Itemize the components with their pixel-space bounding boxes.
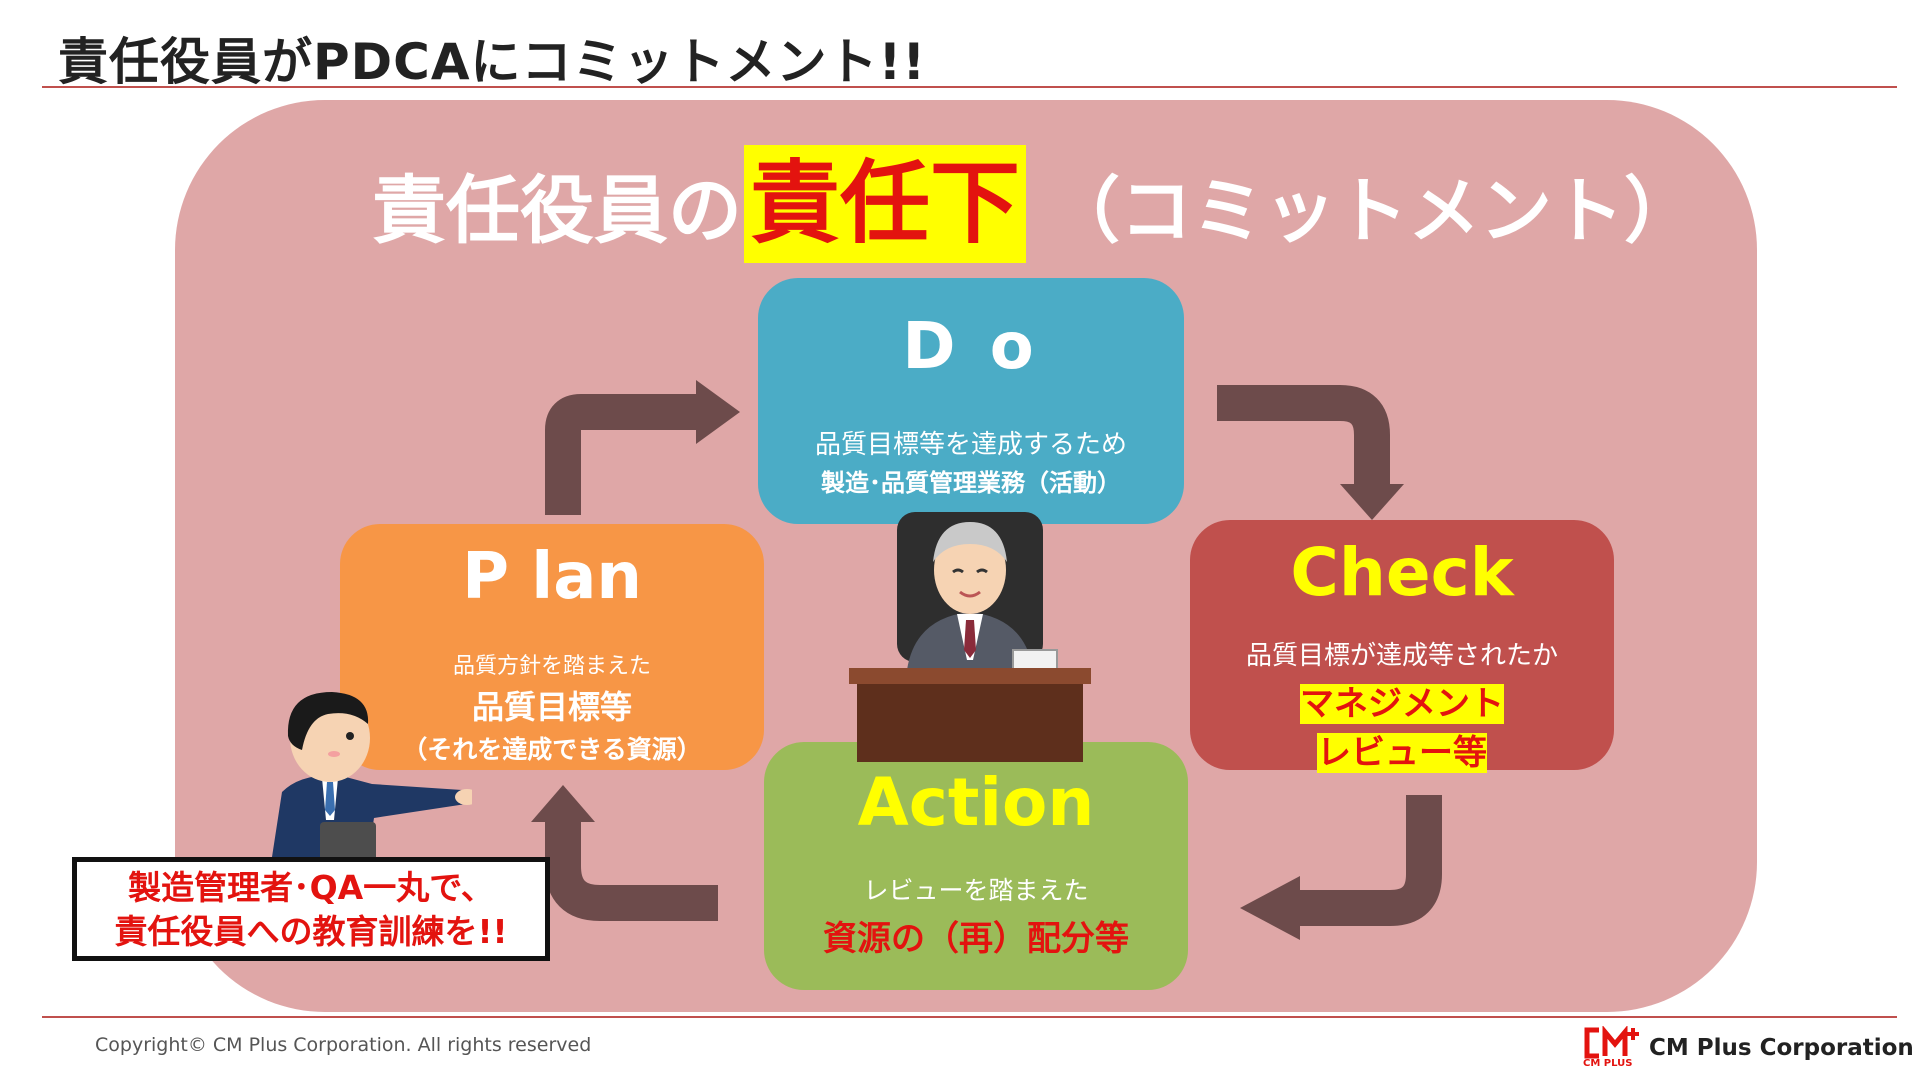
arrow-plan-to-do [545, 394, 696, 515]
arrow-check-to-action [1300, 795, 1442, 926]
do-box: D o 品質目標等を達成するため 製造･品質管理業務（活動） [758, 278, 1184, 524]
callout-box: 製造管理者･QA一丸で、 責任役員への教育訓練を!! [72, 857, 550, 961]
plan-line1: 品質方針を踏まえた [452, 654, 651, 679]
plan-line2: 品質目標等 [471, 688, 632, 726]
arrowhead-plan [531, 785, 595, 822]
callout-line1: 製造管理者･QA一丸で、 [128, 868, 494, 907]
cm-plus-logo-icon: CM PLUS [1583, 1026, 1643, 1070]
headline: 責任役員の 責任下 （コミットメント） [372, 145, 1696, 263]
plan-box: P lan 品質方針を踏まえた 品質目標等 （それを達成できる資源） [340, 524, 764, 770]
title-rule [42, 86, 1897, 88]
action-line2: 資源の（再）配分等 [823, 919, 1129, 959]
action-box: Action レビューを踏まえた 資源の（再）配分等 [764, 742, 1188, 990]
do-line2: 製造･品質管理業務（活動） [821, 469, 1121, 497]
manager-illustration [270, 692, 472, 870]
arrow-do-to-check [1217, 385, 1390, 484]
copyright-text: Copyright© CM Plus Corporation. All righ… [95, 1034, 592, 1056]
check-line3: レビュー等 [1317, 733, 1487, 773]
check-box: Check 品質目標が達成等されたか マネジメント レビュー等 [1190, 520, 1614, 773]
arrow-action-to-plan [545, 822, 718, 921]
headline-part1: 責任役員の [372, 167, 742, 254]
arrowhead-do [696, 380, 740, 444]
check-line1: 品質目標が達成等されたか [1245, 641, 1558, 671]
executive-illustration [849, 512, 1091, 762]
action-title: Action [857, 764, 1095, 841]
check-title: Check [1290, 534, 1514, 611]
callout-line2: 責任役員への教育訓練を!! [114, 912, 508, 951]
headline-highlight: 責任下 [744, 145, 1026, 263]
plan-line3: （それを達成できる資源） [402, 735, 702, 764]
footer-rule [42, 1016, 1897, 1018]
headline-part2: （コミットメント） [1048, 168, 1697, 253]
logo-sub-text: CM PLUS [1583, 1058, 1633, 1069]
company-name: CM Plus Corporation [1649, 1035, 1914, 1061]
arrowhead-action [1240, 876, 1300, 940]
company-logo: CM PLUS CM Plus Corporation [1583, 1026, 1914, 1070]
do-line1: 品質目標等を達成するため [814, 430, 1127, 460]
plan-title: P lan [462, 540, 642, 614]
action-line1: レビューを踏まえた [863, 876, 1089, 905]
slide-title: 責任役員がPDCAにコミットメント!! [58, 33, 927, 91]
do-title: D o [902, 310, 1040, 384]
arrowhead-check [1340, 484, 1404, 520]
check-line2: マネジメント [1300, 684, 1504, 724]
